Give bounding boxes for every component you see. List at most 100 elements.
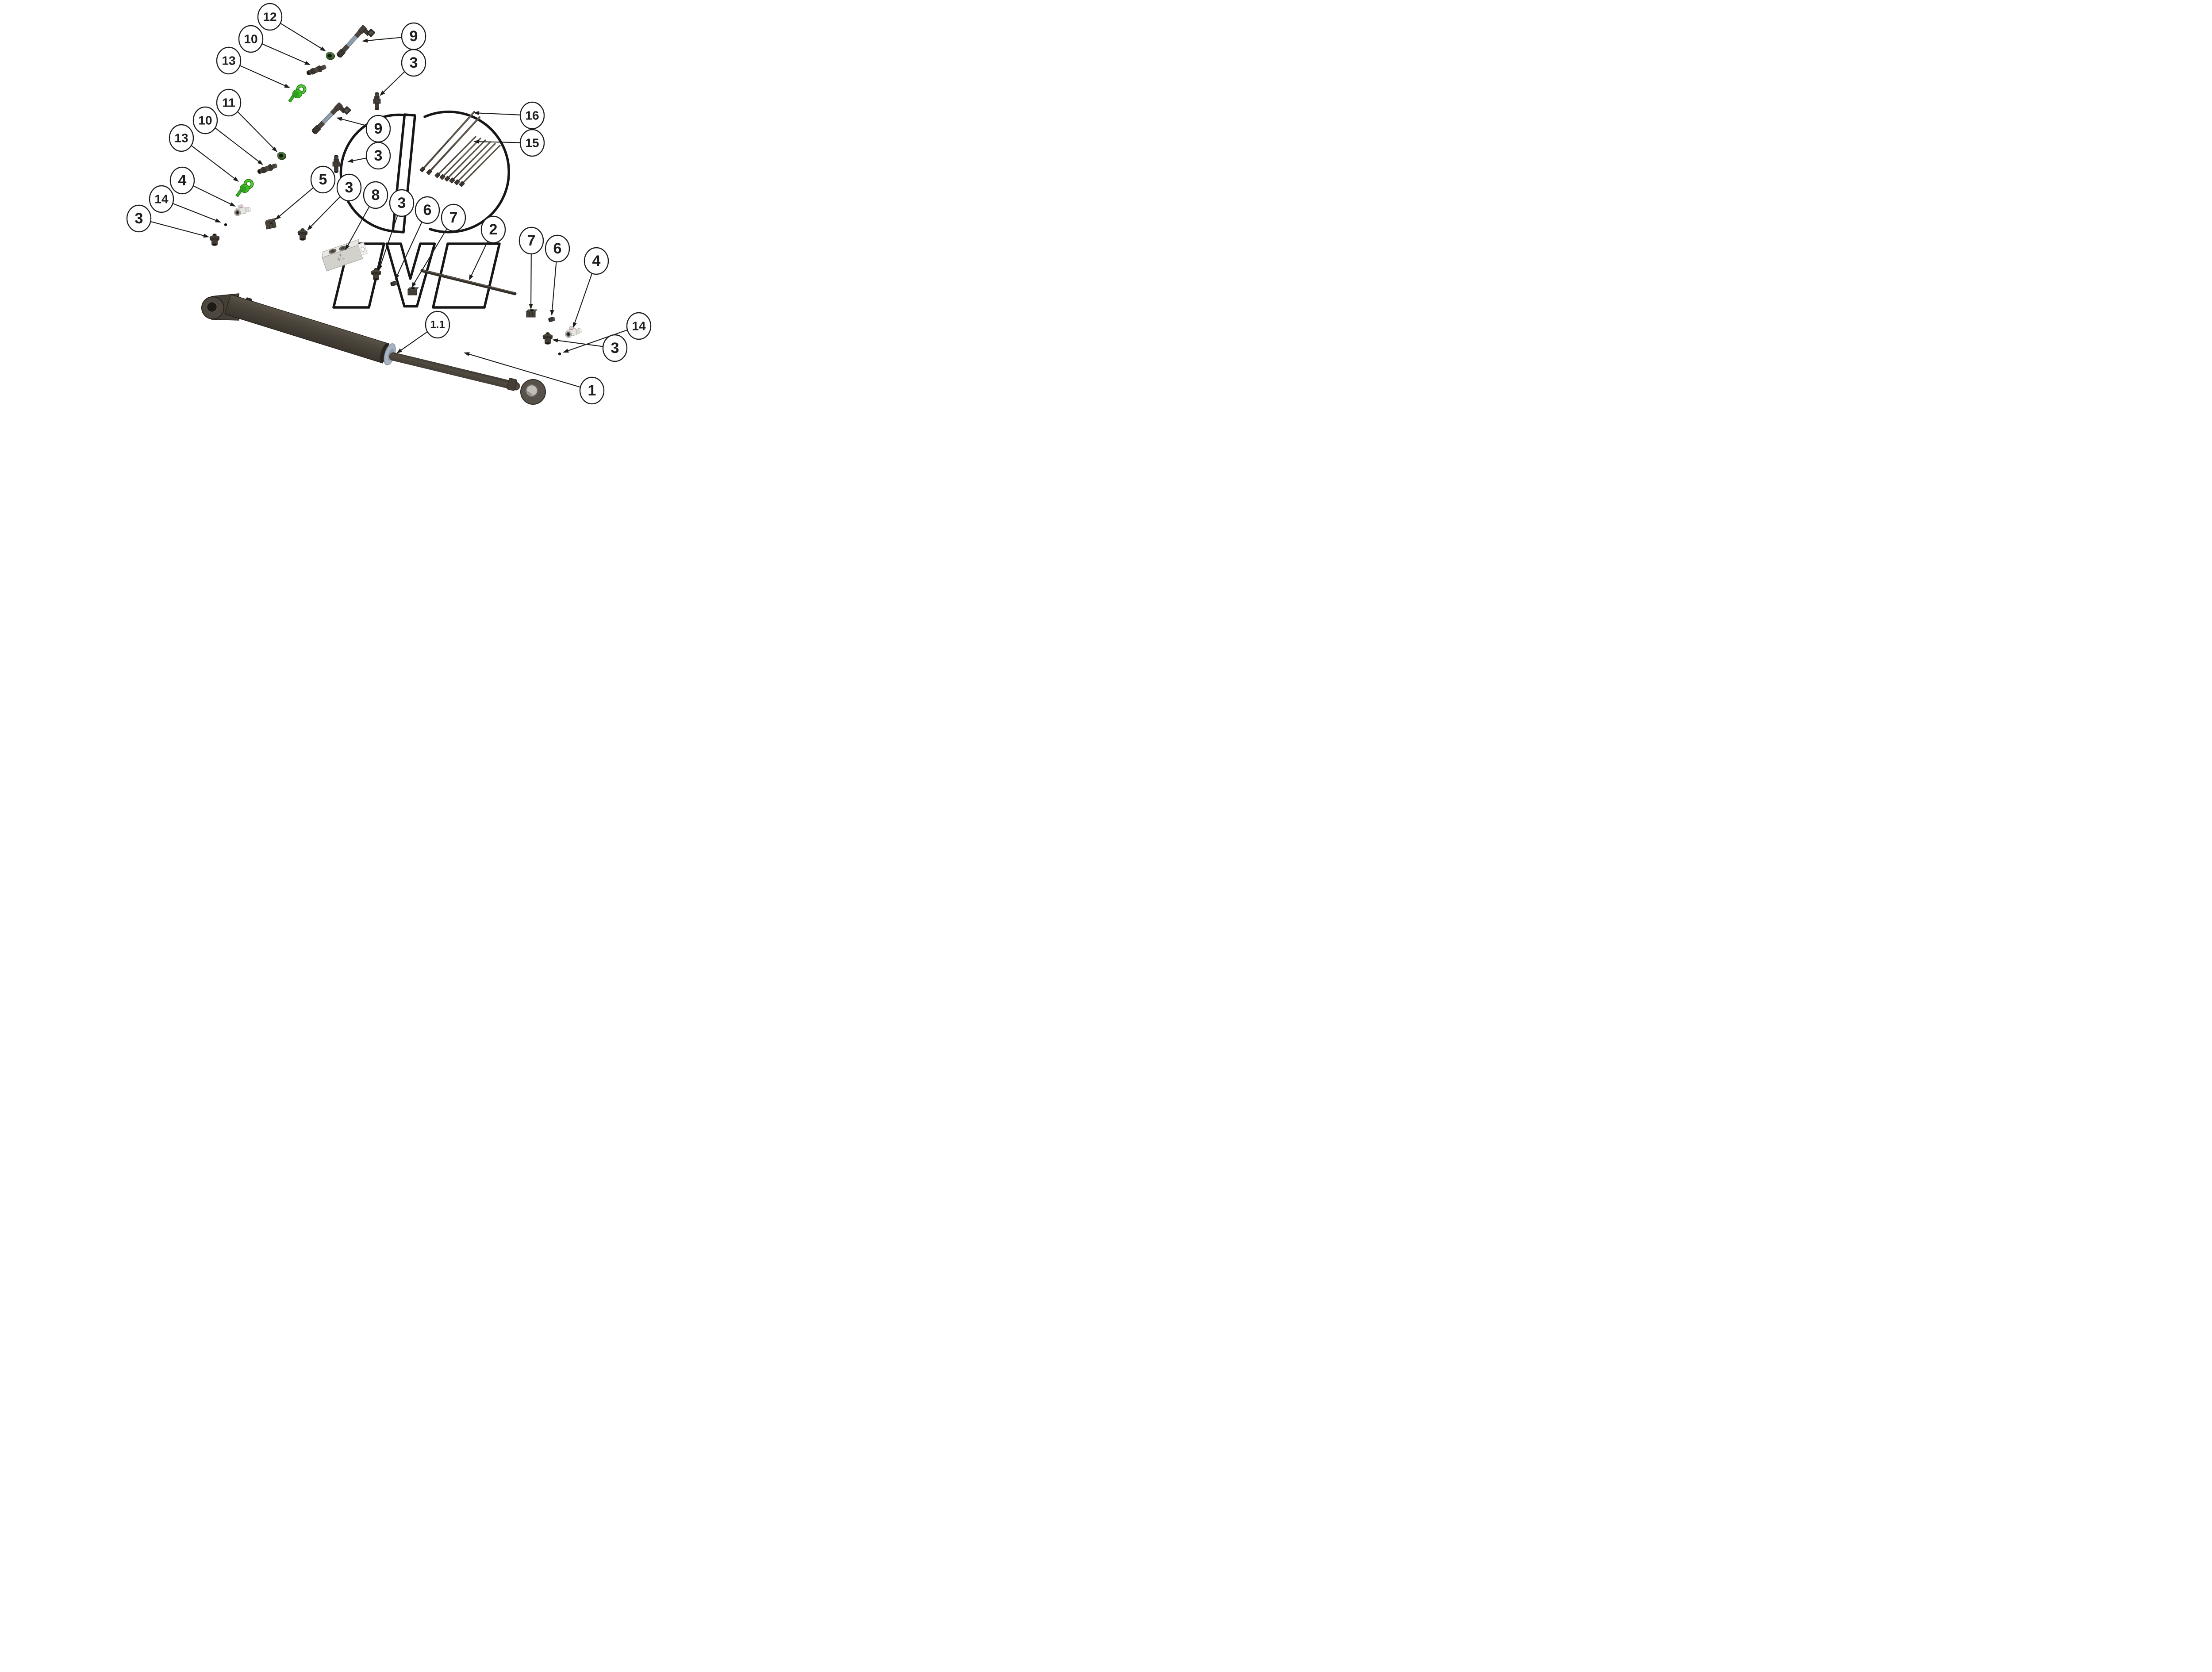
callout-number: 3: [135, 210, 143, 227]
callout-number: 4: [178, 172, 187, 189]
callout-number: 6: [423, 202, 432, 219]
cylinder-rod: [389, 352, 520, 391]
callout-number: 10: [198, 114, 212, 127]
callout-balloon-14: 14: [626, 312, 652, 340]
cylinder-base-eye-bore: [206, 301, 218, 313]
leader-to-part-3: [378, 215, 398, 271]
callout-number: 14: [632, 319, 646, 333]
part-nipple-ref3: [373, 92, 381, 110]
part-flanged-plug-ref3: [542, 332, 553, 345]
leader-to-part-1: [464, 352, 581, 388]
watermark-letter-m-left-leg: [332, 242, 385, 309]
callout-balloon-16: 16: [519, 101, 545, 130]
leader-to-part-9: [362, 37, 402, 43]
callout-number: 3: [398, 195, 406, 211]
callout-balloon-15: 15: [519, 129, 545, 157]
part-valve-block-ref8: [322, 239, 368, 272]
leader-to-part-6: [395, 222, 422, 280]
watermark-dm: [332, 110, 510, 309]
callout-balloon-1.1: 1.1: [425, 311, 450, 339]
part-hex-plug-ref5: [265, 218, 277, 230]
part-cable-tie-long-ref16: [426, 116, 481, 175]
callout-balloon-1: 1: [579, 376, 605, 405]
leader-to-part-2: [469, 241, 488, 280]
leader-to-part-10: [215, 127, 263, 165]
part-dot-ref14: [224, 223, 227, 226]
part-tube-elbow-ref9: [311, 102, 351, 134]
leader-to-part-14: [563, 330, 628, 353]
part-green-ring-ref11: [277, 152, 286, 160]
small-parts-layer: [209, 25, 582, 356]
cylinder-barrel-end-cap: [380, 343, 389, 363]
leader-to-part-5: [275, 187, 314, 220]
leader-to-part-8: [345, 206, 370, 250]
callout-balloon-7: 7: [441, 203, 466, 232]
callout-number: 7: [527, 232, 536, 249]
callout-number: 1: [588, 382, 596, 399]
callout-number: 13: [222, 54, 235, 68]
callout-number: 16: [525, 109, 539, 123]
part-green-clip-ref13: [235, 179, 254, 197]
callout-number: 12: [263, 10, 276, 24]
callout-balloon-6: 6: [545, 234, 570, 263]
callout-number: 9: [410, 28, 418, 45]
callout-number: 6: [553, 240, 562, 257]
callout-number: 15: [525, 136, 539, 150]
part-white-elbow-ref4: [565, 326, 582, 338]
leader-to-part-15: [473, 139, 521, 144]
callout-balloon-9: 9: [401, 22, 426, 50]
part-cable-tie-ref15: [434, 136, 476, 178]
hydraulic-cylinder: [201, 293, 546, 405]
leader-to-part-3: [150, 221, 209, 238]
leader-to-part-3: [347, 157, 367, 163]
callout-balloon-5: 5: [310, 165, 336, 194]
part-cable-tie-long-ref16: [419, 111, 476, 173]
callout-balloon-3: 3: [365, 142, 391, 170]
exploded-parts-diagram: 12 10 13 9 3 9 3 11 10 13 16 15 4 14 3 5…: [0, 0, 792, 418]
part-cable-tie-ref15: [459, 145, 501, 187]
part-bushing-ref6: [390, 280, 397, 287]
part-tube-elbow-ref9: [336, 25, 375, 58]
part-dot-ref14: [558, 352, 561, 356]
callout-balloon-14: 14: [149, 185, 174, 213]
callout-number: 13: [174, 131, 188, 145]
callout-balloon-12: 12: [257, 3, 283, 31]
callout-number: 4: [592, 253, 601, 269]
part-hex-nut-ref7: [526, 309, 538, 318]
part-coupler-ref10: [257, 163, 277, 174]
leader-to-part-14: [173, 203, 221, 222]
callout-balloon-2: 2: [480, 215, 506, 244]
callout-number: 2: [489, 221, 498, 238]
callout-balloon-6: 6: [415, 196, 440, 224]
callout-balloon-3: 3: [602, 334, 628, 362]
callout-number: 7: [449, 209, 458, 226]
part-cable-tie-ref15: [444, 139, 486, 182]
part-bushing-ref6: [548, 316, 555, 322]
part-coupler-ref10: [306, 65, 326, 75]
part-hex-nut-ref7: [407, 287, 419, 295]
callout-number: 9: [374, 120, 383, 137]
watermark-letter-m-center-v: [385, 242, 436, 308]
callout-balloon-7: 7: [518, 226, 544, 255]
part-flanged-plug-ref3: [297, 228, 308, 241]
callout-balloon-8: 8: [363, 181, 388, 209]
leader-to-part-7: [529, 253, 533, 310]
watermark-letter-d-right-arc: [423, 110, 510, 234]
leader-to-part-10: [261, 43, 311, 65]
callout-number: 14: [154, 192, 169, 206]
leader-to-part-11: [237, 111, 277, 152]
callout-balloon-10: 10: [192, 106, 218, 134]
callout-balloon-4: 4: [169, 166, 195, 195]
cylinder-rod-shoulder: [507, 378, 517, 391]
part-flanged-plug-ref3: [209, 234, 220, 246]
leader-to-part-6: [550, 261, 557, 316]
callout-number: 8: [372, 187, 380, 203]
callout-number: 1.1: [430, 319, 445, 331]
cylinder-rod-eye-bore-shadow: [527, 391, 533, 395]
leader-to-part-9: [336, 117, 367, 127]
leader-to-part-13: [191, 145, 239, 182]
part-white-elbow-ref4: [234, 204, 251, 216]
callout-balloon-10: 10: [238, 25, 264, 53]
callout-balloon-9: 9: [365, 115, 391, 143]
leader-lines-layer: [150, 23, 628, 388]
